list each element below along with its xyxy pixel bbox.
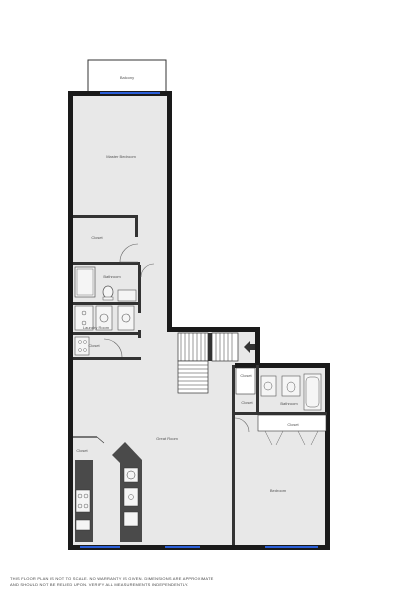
disclaimer-line-2: AND SHOULD NOT BE RELIED UPON. VERIFY AL… xyxy=(10,582,189,587)
closet-2-fixtures xyxy=(74,336,123,358)
room-label-bathroom-2: Bathroom xyxy=(280,401,298,406)
closet-1-door xyxy=(119,243,139,263)
closet-5 xyxy=(257,414,327,446)
closet-3 xyxy=(235,367,256,395)
staircase xyxy=(177,332,255,394)
disclaimer: THIS FLOOR PLAN IS NOT TO SCALE. NO WARR… xyxy=(10,576,240,588)
room-label-closet-2: Closet xyxy=(88,343,100,348)
room-label-balcony: Balcony xyxy=(120,75,134,80)
room-label-master-bedroom: Master Bedroom xyxy=(106,154,136,159)
room-label-closet-3: Closet xyxy=(240,373,252,378)
windows xyxy=(80,92,318,548)
room-label-laundry-room: Laundry Room xyxy=(83,325,110,330)
room-label-bathroom-1: Bathroom xyxy=(103,274,121,279)
bathroom-2-fixtures xyxy=(260,373,322,411)
interior-walls xyxy=(73,215,327,545)
room-label-closet-1: Closet xyxy=(91,235,103,240)
room-label-bedroom: Bedroom xyxy=(270,488,287,493)
room-label-closet-4: Closet xyxy=(241,400,253,405)
floor-fill xyxy=(72,59,325,545)
room-label-closet-5: Closet xyxy=(287,422,299,427)
room-label-closet-kitchen: Closet xyxy=(76,448,88,453)
room-label-great-room: Great Room xyxy=(156,436,178,441)
disclaimer-line-1: THIS FLOOR PLAN IS NOT TO SCALE. NO WARR… xyxy=(10,576,214,581)
kitchen-closet-walls xyxy=(73,436,105,444)
kitchen xyxy=(75,442,142,542)
laundry-fixtures xyxy=(74,305,135,331)
bathroom-1-fixtures xyxy=(74,263,155,302)
bedroom-door xyxy=(234,417,250,433)
